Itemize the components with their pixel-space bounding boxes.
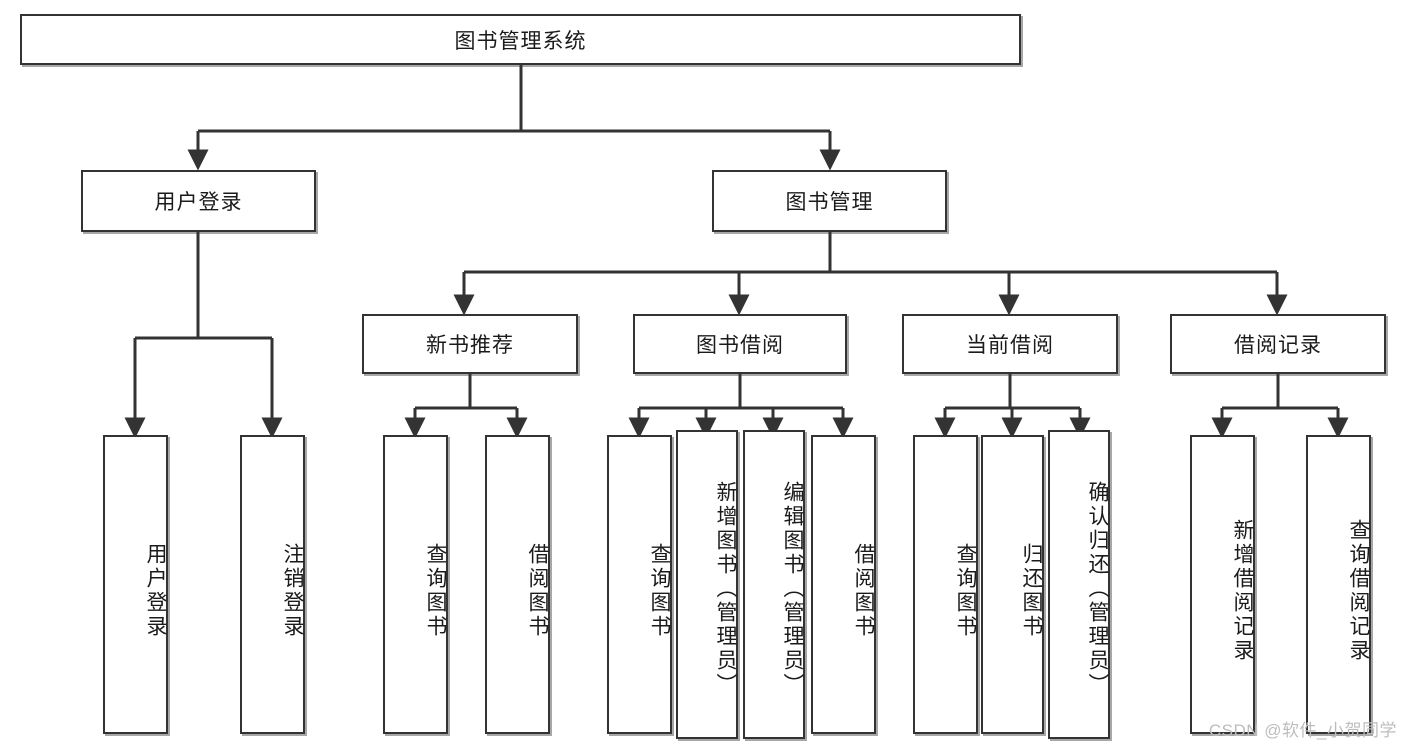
node-leaf-query-book-3[interactable]: 查询图书 (913, 435, 978, 734)
node-leaf-query-book-2[interactable]: 查询图书 (607, 435, 672, 734)
csdn-watermark: CSDN @软件_小贺同学 (1208, 721, 1397, 740)
node-book-management[interactable]: 图书管理 (712, 170, 947, 232)
node-leaf-add-book[interactable]: 新增图书（管理员） (676, 430, 738, 739)
node-book-borrow[interactable]: 图书借阅 (633, 314, 847, 374)
node-leaf-confirm-return[interactable]: 确认归还（管理员） (1048, 430, 1110, 739)
node-book-management-system[interactable]: 图书管理系统 (20, 14, 1021, 65)
node-leaf-borrow-book-1[interactable]: 借阅图书 (485, 435, 550, 734)
node-new-book-recommend[interactable]: 新书推荐 (362, 314, 578, 374)
node-leaf-return-book[interactable]: 归还图书 (981, 435, 1044, 734)
node-leaf-add-record[interactable]: 新增借阅记录 (1190, 435, 1255, 734)
node-leaf-query-book-1[interactable]: 查询图书 (383, 435, 448, 734)
node-current-borrow[interactable]: 当前借阅 (902, 314, 1118, 374)
node-leaf-user-login[interactable]: 用户登录 (103, 435, 168, 734)
node-leaf-edit-book[interactable]: 编辑图书（管理员） (743, 430, 805, 739)
node-user-login[interactable]: 用户登录 (81, 170, 316, 232)
node-leaf-query-record[interactable]: 查询借阅记录 (1306, 435, 1371, 734)
node-borrow-record[interactable]: 借阅记录 (1170, 314, 1386, 374)
node-leaf-logout-login[interactable]: 注销登录 (240, 435, 305, 734)
node-leaf-borrow-book-2[interactable]: 借阅图书 (811, 435, 876, 734)
